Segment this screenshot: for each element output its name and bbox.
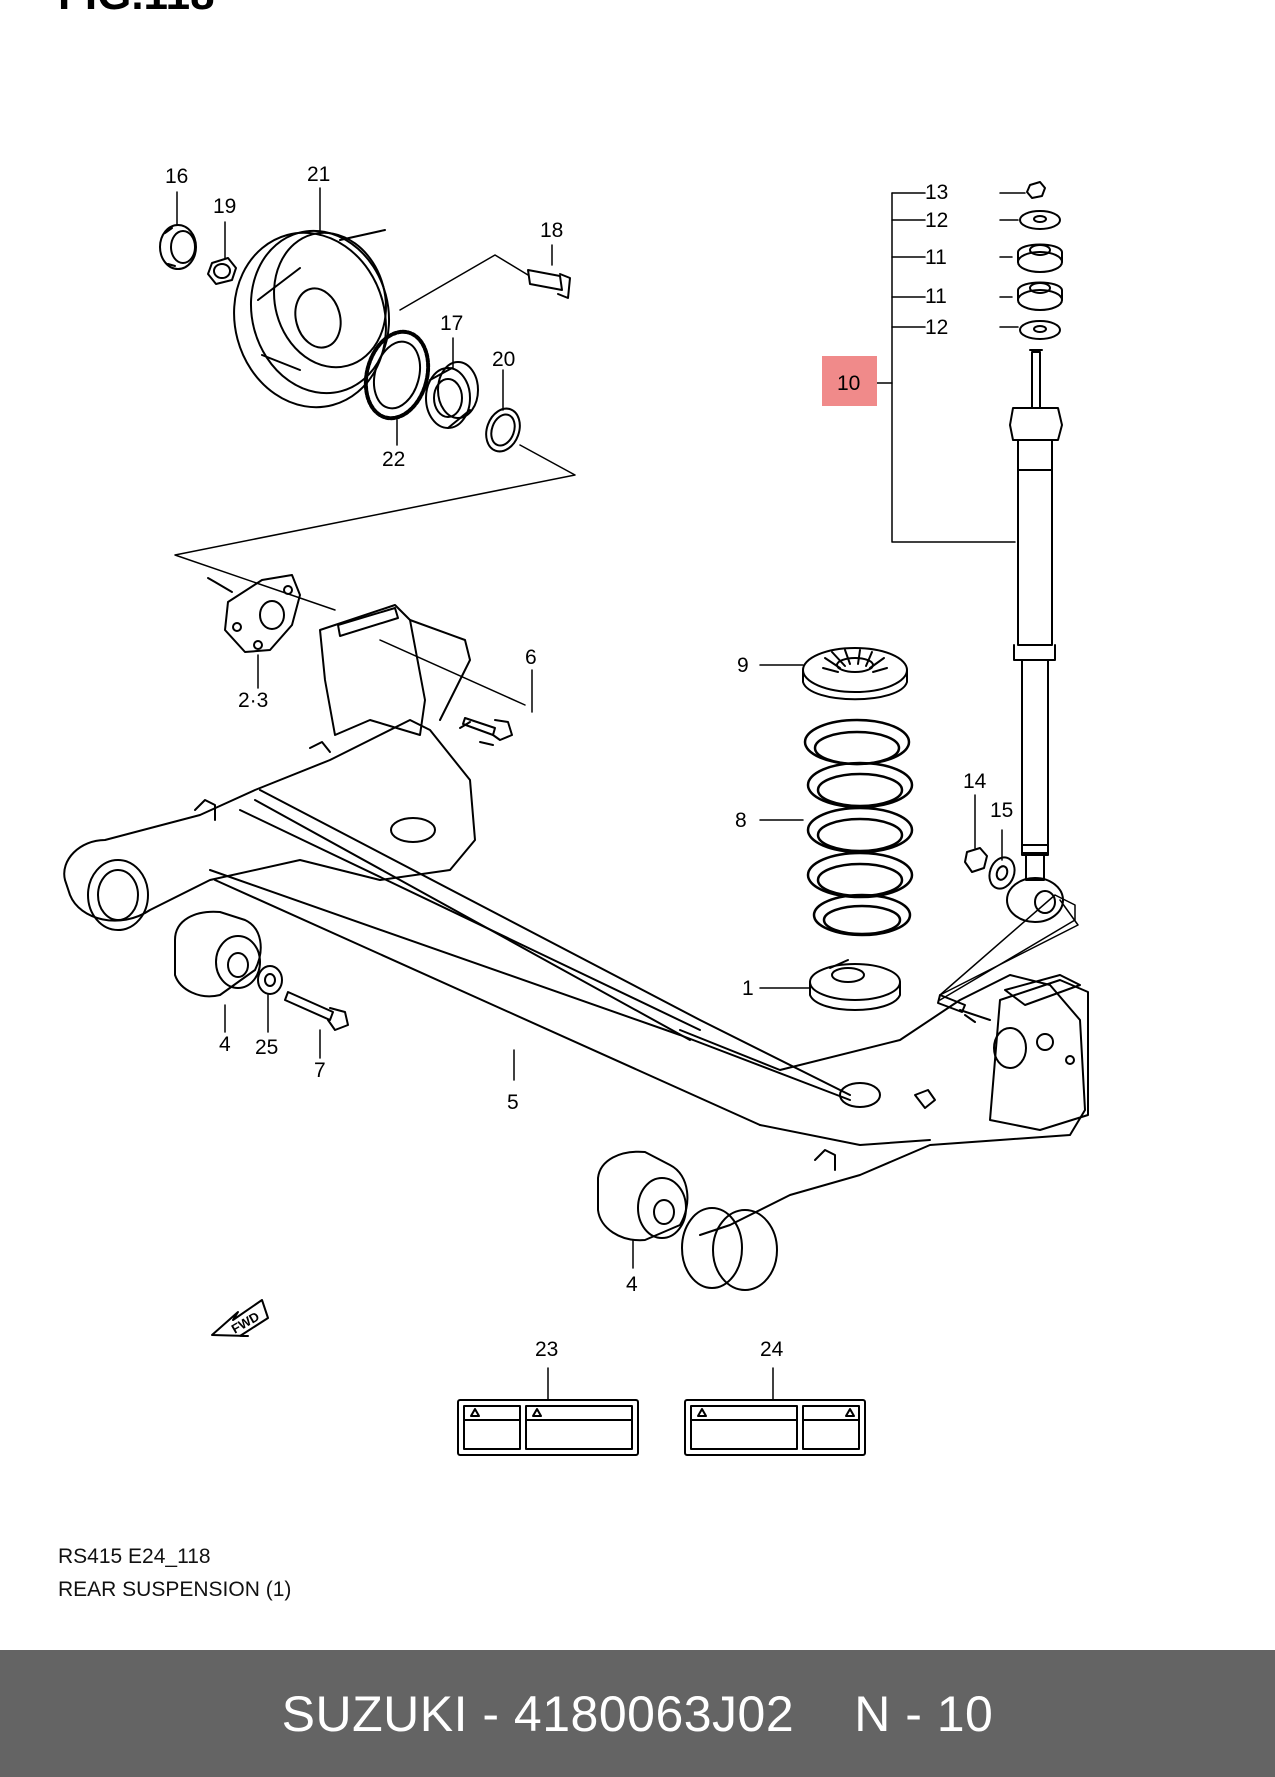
callout-24: 24	[760, 1338, 784, 1361]
spring-seat-lower	[809, 959, 901, 1011]
callout-19: 19	[213, 195, 236, 218]
washer-12-top	[1019, 210, 1061, 230]
wheel-bearing	[425, 361, 479, 429]
highlight-box	[822, 356, 877, 406]
callout-7: 7	[314, 1059, 326, 1082]
callout-11-bottom: 11	[925, 285, 947, 308]
rear-axle-beam	[63, 604, 1089, 1291]
hub-flange	[207, 574, 301, 653]
diagram-title: REAR SUSPENSION (1)	[58, 1578, 292, 1601]
fwd-arrow-icon: FWD	[211, 1299, 269, 1337]
parts-diagram: FWD	[63, 163, 1089, 1456]
hub-nut	[207, 257, 237, 285]
callout-2-3: 2·3	[238, 689, 268, 712]
callout-1: 1	[742, 977, 754, 1000]
shock-bracket-lines	[876, 192, 1026, 543]
callout-22: 22	[382, 448, 405, 471]
callout-12-bottom: 12	[925, 316, 948, 339]
bushing-left	[174, 910, 262, 998]
footer-bar: SUZUKI - 4180063J02 N - 10	[0, 1650, 1275, 1777]
figure-title: FIG.118	[58, 0, 215, 20]
callout-17: 17	[440, 312, 463, 335]
callout-5: 5	[507, 1091, 519, 1114]
callout-8: 8	[735, 809, 747, 832]
wheel-bolt	[527, 269, 571, 299]
nut-13	[1026, 181, 1046, 199]
callout-16: 16	[165, 165, 188, 188]
bolt-7	[284, 991, 349, 1031]
callout-9: 9	[737, 654, 749, 677]
callout-4-left: 4	[219, 1033, 231, 1056]
callout-12-top: 12	[925, 209, 948, 232]
washer-15	[988, 856, 1016, 890]
washer-12-bottom	[1019, 320, 1061, 340]
shock-absorber	[1006, 349, 1064, 923]
oil-seal	[159, 224, 197, 270]
callout-leaders	[176, 187, 1003, 1401]
cushion-11-bottom	[1017, 281, 1063, 311]
callout-4-right: 4	[626, 1273, 638, 1296]
bushing-right	[597, 1150, 689, 1242]
part-number: SUZUKI - 4180063J02	[281, 1685, 795, 1742]
callout-18: 18	[540, 219, 563, 242]
callout-21: 21	[307, 163, 330, 186]
snap-ring	[485, 407, 521, 453]
spring-seat-upper	[802, 647, 908, 701]
brake-drum	[233, 229, 391, 409]
callout-14: 14	[963, 770, 987, 793]
cushion-11-top	[1017, 243, 1063, 273]
abs-sensor-ring	[363, 329, 431, 421]
washer-25	[257, 965, 283, 995]
callout-11-top: 11	[925, 246, 947, 269]
coil-spring	[803, 718, 914, 937]
warning-label-23	[457, 1399, 639, 1456]
callout-20: 20	[492, 348, 515, 371]
callout-15: 15	[990, 799, 1013, 822]
callout-13: 13	[925, 181, 948, 204]
callout-25: 25	[255, 1036, 278, 1059]
diagram-code: RS415 E24_118	[58, 1545, 211, 1568]
callout-23: 23	[535, 1338, 558, 1361]
position-ref: N - 10	[854, 1685, 994, 1742]
callout-10: 10	[837, 372, 860, 395]
callout-6: 6	[525, 646, 537, 669]
bolt-6	[379, 639, 526, 746]
warning-label-24	[684, 1399, 866, 1456]
nut-14	[964, 847, 988, 873]
